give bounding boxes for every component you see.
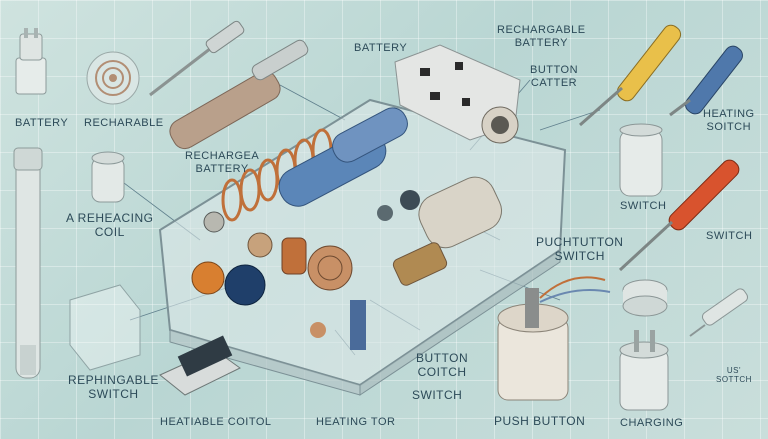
label-switch-bottom: SWITCH	[412, 388, 463, 402]
small-cell-icon	[91, 151, 125, 203]
label-rechargeable-battery-line2: BATTERY	[514, 36, 568, 49]
label-button-coitch: BUTTON COITCH	[416, 351, 469, 380]
label-us-line2: SOTTCH	[716, 375, 752, 385]
label-reheacing-line1: A REHEACING	[66, 211, 154, 225]
heating-rod	[169, 39, 309, 150]
label-rephingable-switch: REPHINGABLE SWITCH	[68, 373, 159, 402]
label-us-line1: US'	[726, 366, 742, 375]
label-reheacing-line2: COIL	[94, 224, 125, 239]
screwdriver-yellow	[579, 24, 682, 127]
screwdriver-blue	[669, 45, 743, 117]
label-puchtutton-line2: SWITCH	[554, 248, 605, 263]
label-heating-soitch-line2: SOITCH	[706, 120, 752, 133]
screwdriver-red	[618, 159, 740, 272]
label-battery-top: BATTERY	[354, 42, 408, 54]
push-button-part	[497, 276, 611, 401]
label-rechargeable-battery-line1: RECHARGABLE	[497, 24, 586, 36]
label-button-catter: BUTTON CATTER	[530, 64, 578, 89]
label-push-button: PUSH BUTTON	[494, 414, 586, 428]
label-us-sottch: US' SOTTCH	[716, 366, 752, 384]
label-rechargeable-battery: RECHARGABLE BATTERY	[497, 24, 586, 49]
label-heating-soitch-line1: HEATING	[703, 108, 755, 120]
label-switch-right: SWITCH	[620, 200, 667, 212]
label-button-coitch-line1: BUTTON	[416, 351, 469, 365]
probe-tool	[149, 20, 245, 97]
round-cell-right	[622, 279, 668, 317]
label-rephingable-line2: SWITCH	[88, 386, 139, 401]
label-rephingable-line1: REPHINGABLE	[68, 373, 159, 387]
label-button-catter-line2: CATTER	[530, 76, 578, 89]
charging-cup	[619, 330, 669, 411]
label-switch-far-right: SWITCH	[706, 230, 753, 242]
label-button-coitch-line2: COITCH	[417, 364, 467, 379]
label-reheacing-coil: A REHEACING COIL	[66, 211, 154, 240]
label-puchtutton-switch: PUCHTUTTON SWITCH	[536, 235, 624, 264]
plug-icon	[15, 28, 47, 95]
rod-icon	[13, 147, 43, 379]
main-device	[158, 44, 567, 396]
transparent-module-icon	[69, 284, 141, 371]
label-button-catter-line1: BUTTON	[530, 64, 579, 76]
usb-plug	[159, 335, 241, 396]
label-heating-soitch: HEATING SOITCH	[703, 108, 755, 133]
label-rechargea-line1: RECHARGEA	[185, 150, 260, 162]
label-recharable: RECHARABLE	[84, 117, 164, 129]
label-rechargea-battery: RECHARGEA BATTERY	[185, 150, 259, 175]
label-heatiable-coitol: HEATIABLE COITOL	[160, 416, 272, 428]
label-rechargea-line2: BATTERY	[195, 162, 249, 175]
label-charging: CHARGING	[620, 417, 684, 429]
label-heating-tor: HEATING TOR	[316, 416, 396, 428]
coil-disc-icon	[86, 51, 140, 105]
label-puchtutton-line1: PUCHTUTTON	[536, 235, 624, 249]
battery-cell-right	[619, 123, 663, 197]
small-probe	[689, 288, 749, 337]
label-battery-left: BATTERY	[15, 117, 69, 129]
